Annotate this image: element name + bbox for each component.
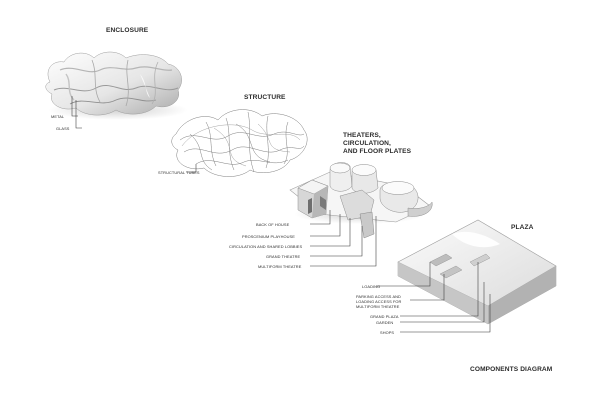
label-garden: GARDEN	[376, 320, 394, 325]
enclosure-model	[45, 51, 188, 129]
label-circulation-shared-lobbies: CIRCULATION AND SHARED LOBBIES	[229, 244, 303, 249]
theaters-model	[289, 162, 433, 267]
layer-title-theaters: THEATERS, CIRCULATION, AND FLOOR PLATES	[343, 132, 412, 155]
diagram-title: COMPONENTS DIAGRAM	[470, 366, 553, 373]
label-grand-plaza: GRAND PLAZA	[370, 314, 399, 319]
layer-title-plaza: PLAZA	[511, 224, 534, 231]
layer-title-structure: STRUCTURE	[244, 94, 286, 101]
label-structural-tubes: STRUCTURAL TUBES	[158, 170, 200, 175]
label-glass: GLASS	[56, 126, 70, 131]
label-back-of-house: BACK OF HOUSE	[256, 222, 290, 227]
label-parking-loading-access: PARKING ACCESS AND LOADING ACCESS FOR MU…	[356, 294, 402, 309]
layer-title-enclosure: ENCLOSURE	[106, 27, 149, 34]
structure-model	[171, 109, 308, 177]
label-metal: METAL	[51, 114, 65, 119]
label-loading: LOADING	[362, 284, 381, 289]
label-proscenium-playhouse: PROSCENIUM PLAYHOUSE	[242, 234, 295, 239]
label-grand-theatre: GRAND THEATRE	[266, 254, 301, 259]
label-shops: SHOPS	[380, 330, 395, 335]
label-multiform-theatre: MULTIFORM THEATRE	[258, 264, 302, 269]
plaza-model	[376, 219, 557, 333]
